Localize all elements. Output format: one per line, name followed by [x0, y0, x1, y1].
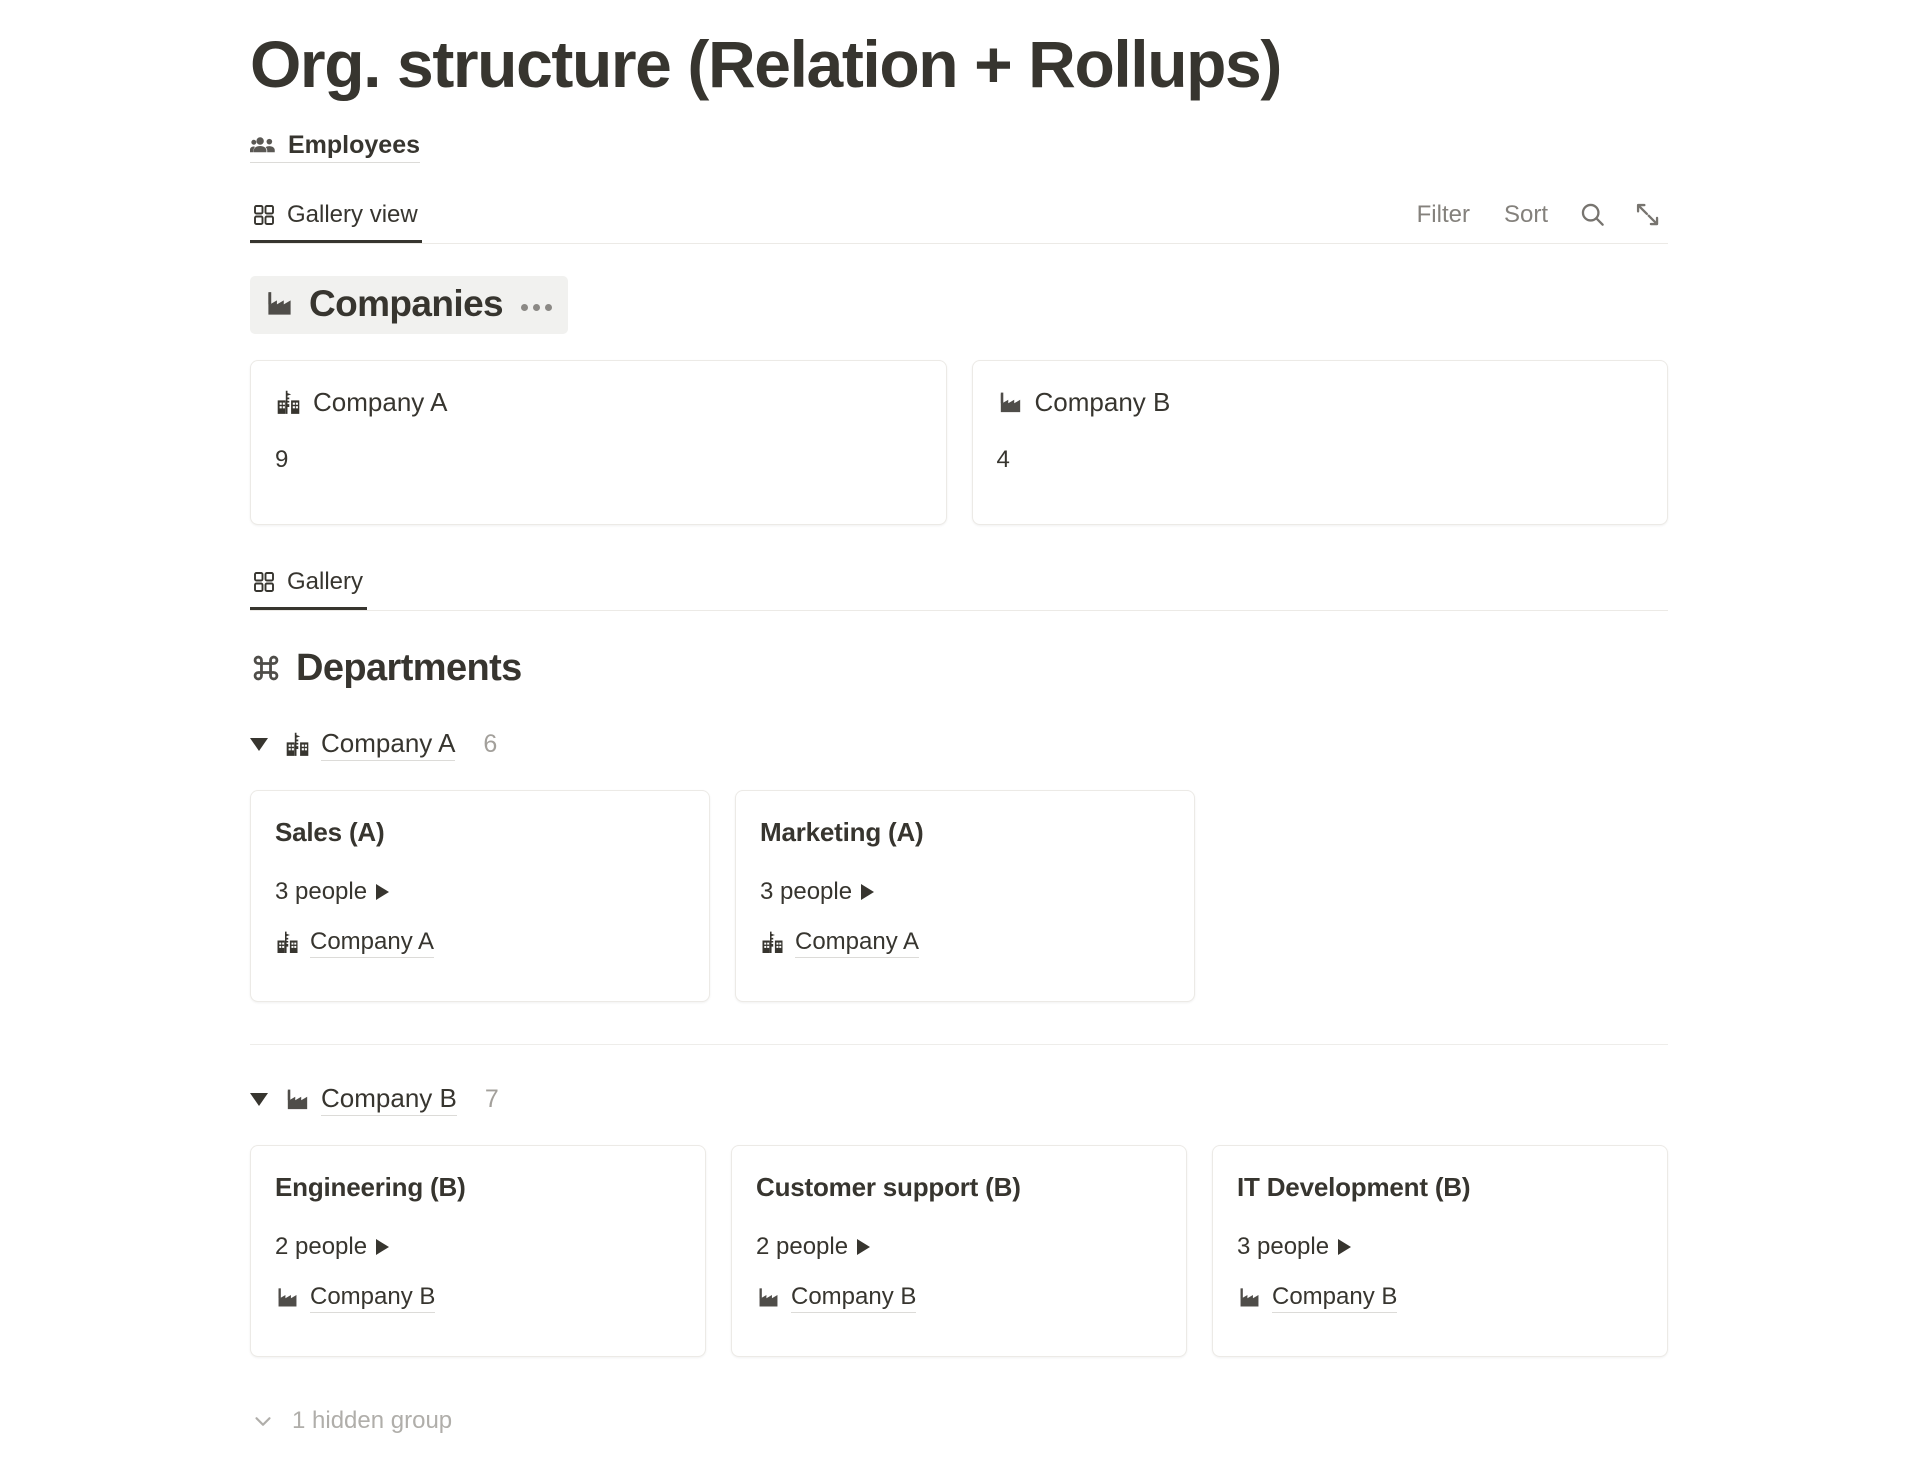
- group-count-company-b: 7: [484, 1085, 499, 1114]
- group-label-company-b: Company B: [321, 1083, 457, 1117]
- department-card-relation-label: Company B: [310, 1283, 436, 1313]
- group-label-company-a: Company A: [321, 728, 456, 762]
- expand-diagonal-icon[interactable]: [1633, 200, 1662, 229]
- department-card-grid-company-a: Sales (A) 3 people: [250, 789, 1668, 1002]
- department-card-rollup[interactable]: 2 people: [756, 1233, 1162, 1261]
- group-divider: [250, 1043, 1668, 1045]
- triangle-right-icon: [376, 883, 390, 900]
- department-card-title: Customer support (B): [756, 1171, 1021, 1202]
- department-card-rollup-text: 3 people: [760, 877, 853, 905]
- department-card-rollup[interactable]: 2 people: [275, 1233, 681, 1261]
- department-card-relation-label: Company A: [310, 928, 435, 958]
- source-database-link[interactable]: Employees: [250, 130, 421, 163]
- departments-title: Departments: [296, 646, 522, 689]
- group-link-company-b[interactable]: Company B: [284, 1083, 457, 1117]
- department-card-relation[interactable]: Company B: [1237, 1283, 1398, 1313]
- page-title: Org. structure (Relation + Rollups): [250, 27, 1282, 101]
- departments-toolbar-actions: [1662, 555, 1668, 609]
- tab-gallery-view-label: Gallery view: [287, 200, 418, 228]
- triangle-right-icon: [861, 883, 875, 900]
- triangle-down-icon[interactable]: [250, 738, 268, 752]
- school-building-icon: [275, 930, 300, 955]
- department-card-rollup-text: 3 people: [275, 877, 368, 905]
- department-card[interactable]: Sales (A) 3 people: [250, 789, 710, 1002]
- triangle-right-icon: [857, 1238, 871, 1255]
- group-header-company-a: Company A 6: [250, 726, 1668, 764]
- department-card-rollup[interactable]: 3 people: [760, 878, 1170, 906]
- command-loop-icon: [250, 652, 282, 684]
- company-card-title-row: Company B: [997, 387, 1644, 418]
- department-card-rollup-text: 2 people: [756, 1232, 849, 1260]
- tab-gallery-view[interactable]: Gallery view: [250, 188, 422, 244]
- factory-icon: [275, 1285, 300, 1310]
- department-card[interactable]: Marketing (A) 3 people: [735, 789, 1195, 1002]
- department-card[interactable]: Engineering (B) 2 people Company B: [250, 1144, 706, 1357]
- departments-view-toolbar: Gallery: [250, 555, 1668, 611]
- factory-icon: [284, 1086, 311, 1113]
- departments-heading: Departments: [250, 647, 1668, 690]
- hidden-group-toggle[interactable]: 1 hidden group: [250, 1407, 1668, 1435]
- department-card[interactable]: IT Development (B) 3 people Company B: [1212, 1144, 1668, 1357]
- filter-button[interactable]: Filter: [1416, 200, 1470, 228]
- department-card-relation-label: Company B: [791, 1283, 917, 1313]
- group-header-company-b: Company B 7: [250, 1081, 1668, 1119]
- company-card[interactable]: Company B 4: [971, 359, 1668, 525]
- search-icon[interactable]: [1578, 200, 1607, 229]
- department-card-title: Marketing (A): [760, 816, 924, 847]
- view-toolbar: Gallery view Filter Sort: [250, 188, 1668, 244]
- factory-icon: [1237, 1285, 1262, 1310]
- company-card-title: Company A: [313, 386, 448, 417]
- factory-icon: [997, 389, 1024, 416]
- factory-icon: [264, 288, 295, 319]
- department-card-title: Sales (A): [275, 816, 385, 847]
- department-card-relation[interactable]: Company A: [760, 928, 920, 958]
- company-card-title: Company B: [1034, 386, 1171, 417]
- companies-card-grid: Company A 9 Company B 4: [250, 359, 1668, 525]
- department-card-relation-label: Company B: [1272, 1283, 1398, 1313]
- department-card-title: IT Development (B): [1237, 1171, 1471, 1202]
- gallery-grid-icon: [252, 203, 276, 227]
- sort-button[interactable]: Sort: [1503, 200, 1548, 228]
- chevron-down-icon: [250, 1408, 276, 1434]
- people-group-icon: [250, 132, 277, 159]
- hidden-group-label: 1 hidden group: [292, 1406, 453, 1434]
- more-options-icon[interactable]: [521, 304, 553, 312]
- companies-section-title: Companies: [309, 282, 504, 324]
- factory-icon: [756, 1285, 781, 1310]
- department-card-relation[interactable]: Company A: [275, 928, 435, 958]
- department-card-relation[interactable]: Company B: [275, 1283, 436, 1313]
- tab-gallery[interactable]: Gallery: [250, 555, 368, 611]
- departments-view-tabs: Gallery: [250, 555, 368, 611]
- group-link-company-a[interactable]: Company A: [284, 728, 456, 762]
- department-card[interactable]: Customer support (B) 2 people Company B: [731, 1144, 1187, 1357]
- school-building-icon: [275, 389, 302, 416]
- triangle-right-icon: [376, 1238, 390, 1255]
- view-tabs: Gallery view: [250, 188, 422, 244]
- department-card-relation-label: Company A: [795, 928, 920, 958]
- company-card[interactable]: Company A 9: [250, 359, 947, 525]
- group-count-company-a: 6: [483, 730, 498, 759]
- department-card-title: Engineering (B): [275, 1171, 466, 1202]
- department-card-rollup-text: 2 people: [275, 1232, 368, 1260]
- page-content: Org. structure (Relation + Rollups) Empl…: [250, 0, 1668, 1435]
- tab-gallery-label: Gallery: [287, 567, 364, 595]
- company-card-value: 9: [275, 445, 289, 473]
- companies-section-header[interactable]: Companies: [250, 275, 569, 334]
- view-toolbar-actions: Filter Sort: [1413, 188, 1668, 242]
- school-building-icon: [760, 930, 785, 955]
- source-database-row: Employees: [250, 130, 1668, 164]
- school-building-icon: [284, 731, 311, 758]
- company-card-title-row: Company A: [275, 387, 922, 418]
- department-card-rollup[interactable]: 3 people: [1237, 1233, 1643, 1261]
- department-card-grid-company-b: Engineering (B) 2 people Company B Custo…: [250, 1144, 1668, 1357]
- triangle-right-icon: [1338, 1238, 1352, 1255]
- department-card-relation[interactable]: Company B: [756, 1283, 917, 1313]
- company-card-value: 4: [996, 445, 1010, 473]
- source-database-label: Employees: [288, 130, 421, 159]
- department-card-rollup-text: 3 people: [1237, 1232, 1330, 1260]
- triangle-down-icon[interactable]: [250, 1093, 268, 1107]
- gallery-grid-icon: [252, 570, 276, 594]
- department-card-rollup[interactable]: 3 people: [275, 878, 685, 906]
